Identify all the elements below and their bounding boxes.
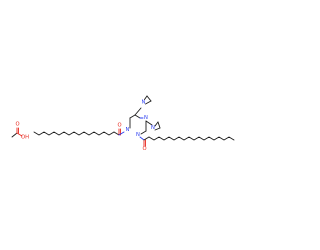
aziridine2-ring-bond-b xyxy=(157,121,161,129)
aziridine-ring-2: N xyxy=(145,120,161,131)
amide2-oxygen-label: O xyxy=(142,146,146,152)
linker-bond-5 xyxy=(140,130,147,135)
acid-methyl-bond xyxy=(11,132,18,138)
linker-bond-2 xyxy=(129,114,136,119)
amide-group-2: N O xyxy=(136,132,150,152)
acid-hydroxyl-oxygen-label: OH xyxy=(21,135,29,141)
aziridine-ring-1: N xyxy=(134,95,152,116)
aziridine1-ring-bond-a xyxy=(145,100,152,105)
amide-group-1: O N xyxy=(113,123,130,136)
amide1-oxygen-label: O xyxy=(117,123,121,129)
aziridine1-stem xyxy=(134,107,142,116)
molecule-structure-diagram: O OH O N N N N N xyxy=(11,95,235,152)
linker-bond-3 xyxy=(134,114,141,119)
amide1-carbonyl-carbon-bond xyxy=(113,131,120,136)
alkyl-chain-left-bonds xyxy=(33,131,115,136)
aziridine1-ring-bond-c xyxy=(144,95,148,100)
alkyl-chain-right xyxy=(148,136,235,141)
aziridine2-stem xyxy=(145,120,153,126)
aziridine2-nitrogen-label: N xyxy=(151,125,155,131)
aziridine2-ring-bond-a xyxy=(154,127,161,131)
aziridine1-nitrogen-label: N xyxy=(142,100,146,106)
aziridine1-ring-bond-b xyxy=(146,95,152,102)
alkyl-chain-right-bonds xyxy=(148,136,235,141)
central-nitrogen-label: N xyxy=(144,115,148,121)
alkyl-chain-left xyxy=(33,131,115,136)
amide2-nitrogen-label: N xyxy=(136,132,140,138)
amide2-nitrogen-bond xyxy=(139,136,145,141)
amide1-nitrogen-bond xyxy=(118,131,125,136)
acetic-acid-fragment: O OH xyxy=(11,122,29,141)
aziridine2-ring-bond-c xyxy=(154,121,159,127)
acid-carbonyl-oxygen-label: O xyxy=(15,122,19,128)
central-linker: N xyxy=(129,114,148,135)
amide2-alkyl-start-bond xyxy=(143,136,150,141)
acid-hydroxyl-bond xyxy=(16,132,23,137)
amide1-nitrogen-label: N xyxy=(126,127,130,133)
